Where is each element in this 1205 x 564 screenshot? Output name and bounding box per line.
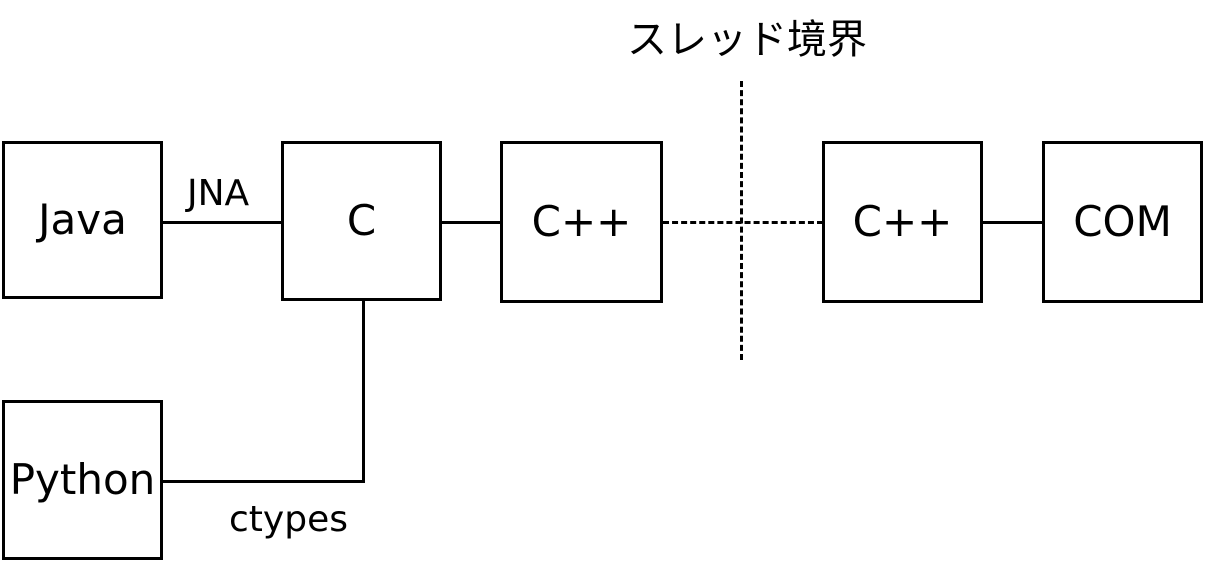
edge-python-c-vertical xyxy=(362,300,365,483)
edge-label-ctypes: ctypes xyxy=(229,499,348,540)
node-cpp-client[interactable]: C++ xyxy=(500,141,663,303)
thread-boundary-line xyxy=(740,81,743,360)
node-com[interactable]: COM xyxy=(1042,141,1203,303)
edge-label-jna: JNA xyxy=(187,173,250,214)
edge-python-c-horizontal xyxy=(163,480,365,483)
edge-c-cpp xyxy=(442,221,502,224)
edge-java-c xyxy=(163,221,283,224)
edge-cpp-com xyxy=(983,221,1043,224)
node-c[interactable]: C xyxy=(281,141,442,301)
edge-cpp-cpp-dashed xyxy=(663,221,823,224)
node-python[interactable]: Python xyxy=(2,400,163,560)
node-cpp-server[interactable]: C++ xyxy=(822,141,983,303)
node-java[interactable]: Java xyxy=(2,141,163,299)
thread-boundary-label: スレッド境界 xyxy=(627,17,867,63)
